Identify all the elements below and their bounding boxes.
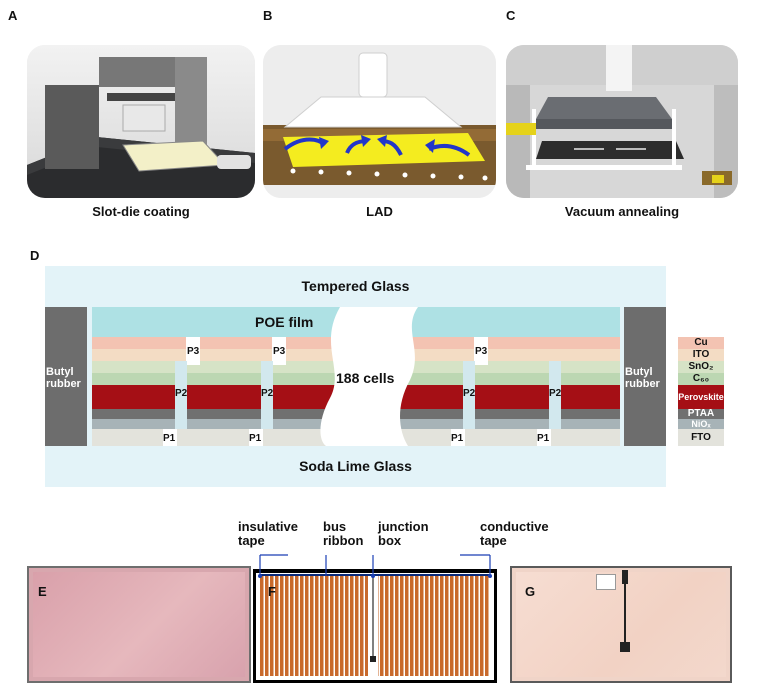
panel-label-b: B: [263, 8, 273, 23]
legend-niox: NiOₓ: [691, 419, 711, 429]
butyl-rubber-right: [624, 307, 666, 446]
p2-scribes: [175, 361, 561, 429]
panel-label-g: G: [525, 584, 536, 599]
p3-scribes: [186, 337, 488, 365]
junction-box-callout: junction box: [378, 519, 429, 548]
p3-label: P3: [475, 346, 488, 357]
butyl-right-label: Butyl rubber: [625, 366, 660, 390]
p1-label: P1: [163, 433, 176, 444]
p3-label: P3: [187, 346, 200, 357]
p3-label: P3: [273, 346, 286, 357]
panel-label-c: C: [506, 8, 516, 23]
legend-cu: Cu: [694, 337, 708, 348]
legend-ito: ITO: [692, 349, 710, 360]
panel-label-e: E: [38, 584, 47, 599]
p2-label: P2: [175, 388, 188, 399]
p1-label: P1: [451, 433, 464, 444]
p1-label: P1: [249, 433, 262, 444]
insulative-tape-callout: insulative tape: [238, 519, 298, 548]
legend-fto: FTO: [691, 432, 711, 443]
module-photo-front: [27, 566, 251, 683]
layer-legend: [678, 337, 724, 446]
label-sticker: [596, 574, 616, 590]
legend-perovskite: Perovskite: [678, 392, 724, 402]
caption-c: Vacuum annealing: [564, 204, 680, 219]
conductive-tape-callout: conductive tape: [480, 519, 549, 548]
cell-break: [320, 307, 418, 446]
panel-label-a: A: [8, 8, 18, 23]
module-wiring-diagram: [253, 554, 497, 683]
p1-label: P1: [537, 433, 550, 444]
tempered-glass: [45, 266, 666, 306]
p1-scribes: [163, 429, 551, 446]
poe-film-label: POE film: [255, 314, 314, 330]
butyl-left-label: Butyl rubber: [46, 366, 81, 390]
butyl-rubber-left: [45, 307, 87, 446]
soda-lime-glass-label: Soda Lime Glass: [299, 458, 412, 474]
junction-box: [622, 570, 628, 584]
legend-c60: C₆₀: [692, 373, 710, 384]
soda-lime-glass: [45, 446, 666, 487]
p2-label: P2: [549, 388, 562, 399]
p2-label: P2: [261, 388, 274, 399]
legend-ptaa: PTAA: [687, 408, 715, 419]
tempered-glass-label: Tempered Glass: [301, 278, 410, 294]
cable: [624, 584, 626, 644]
cells-count-label: 188 cells: [336, 370, 395, 386]
bus-ribbon-callout: bus ribbon: [323, 519, 364, 548]
caption-a: Slot-die coating: [92, 204, 190, 219]
module-photo-back: [510, 566, 732, 683]
legend-sno2: SnO₂: [688, 361, 714, 372]
lad-image: [263, 45, 496, 198]
panel-label-f: F: [268, 584, 276, 599]
panel-label-d: D: [30, 248, 40, 263]
p2-label: P2: [463, 388, 476, 399]
vacuum-annealing-image: [506, 45, 738, 198]
device-structure-diagram: [45, 266, 724, 487]
slot-die-coating-image: [27, 45, 255, 198]
connector: [620, 642, 630, 652]
caption-b: LAD: [366, 204, 393, 219]
